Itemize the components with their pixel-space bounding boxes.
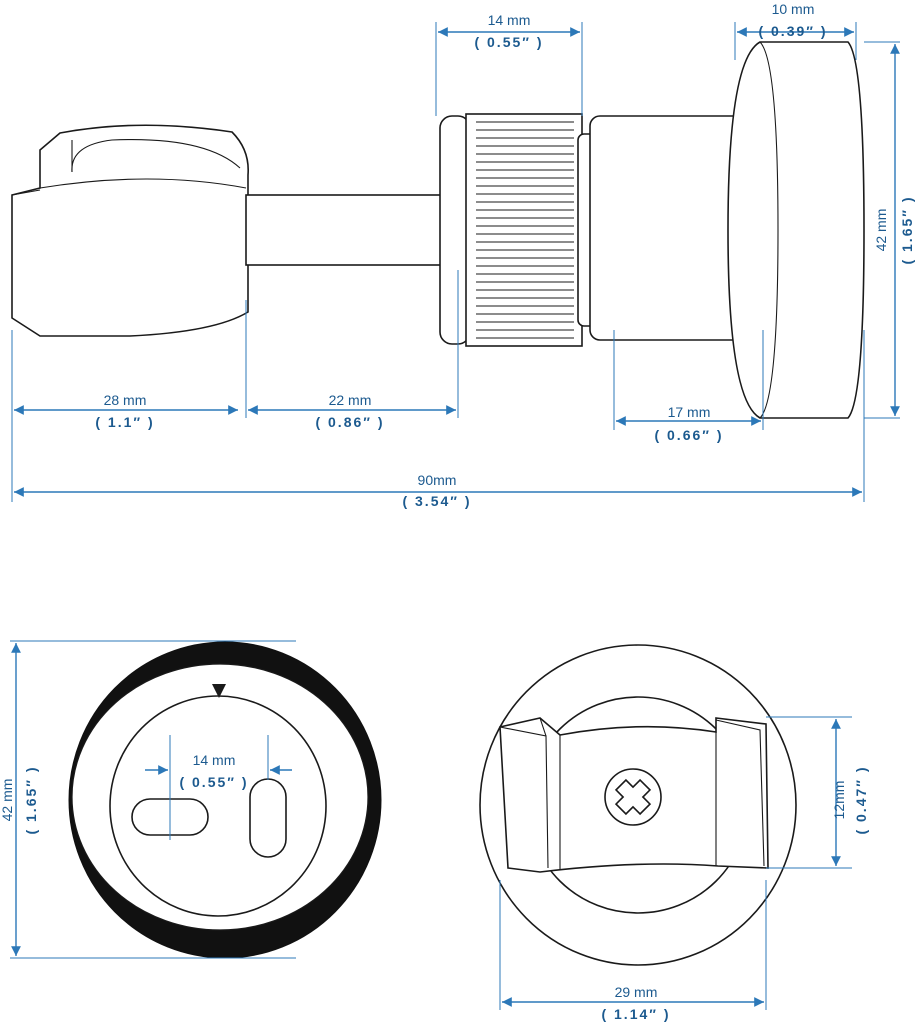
- width-imperial: ( 1.14″ ): [601, 1006, 670, 1022]
- side-view: 28 mm ( 1.1″ ) 22 mm ( 0.86″ ) 14 mm ( 0…: [11, 1, 915, 509]
- plate-thickness-metric: 10 mm: [772, 1, 815, 17]
- body-cylinder: [589, 115, 751, 341]
- nut-width-metric: 14 mm: [488, 12, 531, 28]
- plate-height-metric: 42 mm: [873, 209, 889, 252]
- width-metric: 29 mm: [615, 984, 658, 1000]
- back-view: 42 mm ( 1.65″ ) 14 mm ( 0.55″ ): [0, 640, 382, 959]
- diameter-metric: 42 mm: [0, 779, 15, 822]
- screw: [604, 768, 662, 826]
- clip-holder: [11, 124, 249, 337]
- clip-width-imperial: ( 1.1″ ): [95, 414, 154, 430]
- plate-height-imperial: ( 1.65″ ): [899, 195, 915, 264]
- diameter-imperial: ( 1.65″ ): [23, 765, 39, 834]
- clip-opening-metric: 12mm: [831, 781, 847, 820]
- hole-spacing-metric: 14 mm: [193, 752, 236, 768]
- total-length-imperial: ( 3.54″ ): [402, 493, 471, 509]
- arm-length-metric: 22 mm: [329, 392, 372, 408]
- arm-length-imperial: ( 0.86″ ): [315, 414, 384, 430]
- body-depth-imperial: ( 0.66″ ): [654, 427, 723, 443]
- hole-spacing-imperial: ( 0.55″ ): [179, 774, 248, 790]
- front-view: 12mm ( 0.47″ ) 29 mm ( 1.14″ ): [479, 644, 869, 1022]
- clip-width-metric: 28 mm: [104, 392, 147, 408]
- alignment-notch: [212, 684, 226, 698]
- plate-thickness-imperial: ( 0.39″ ): [758, 23, 827, 39]
- wall-plate: [727, 41, 865, 419]
- connecting-arm: [245, 194, 459, 266]
- total-length-metric: 90mm: [418, 472, 457, 488]
- knurled-nut: [439, 113, 583, 347]
- mounting-slot-vertical: [249, 778, 287, 858]
- body-depth-metric: 17 mm: [668, 404, 711, 420]
- nut-width-imperial: ( 0.55″ ): [474, 34, 543, 50]
- clip-opening-imperial: ( 0.47″ ): [853, 765, 869, 834]
